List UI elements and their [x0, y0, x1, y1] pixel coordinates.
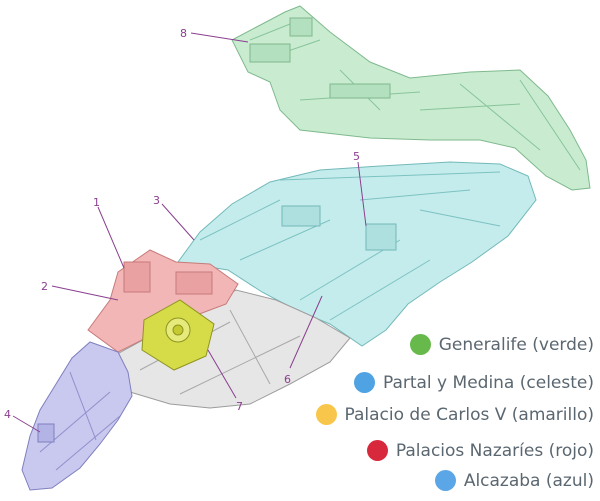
legend-item-medina: Partal y Medina (celeste) [353, 372, 594, 393]
legend-label-medina: Partal y Medina (celeste) [382, 372, 594, 393]
marker-6: 6 [284, 295, 323, 386]
legend-item-carlos-v: Palacio de Carlos V (amarillo) [315, 404, 595, 425]
zone-generalife [231, 5, 591, 191]
legend-dot-generalife [409, 334, 431, 355]
svg-text:6: 6 [284, 373, 291, 386]
legend-dot-carlos-v [315, 404, 337, 425]
marker-3: 3 [153, 194, 195, 241]
zone-nazaries [87, 249, 239, 353]
legend-label-nazaries: Palacios Nazaríes (rojo) [395, 440, 594, 461]
legend-label-alcazaba: Alcazaba (azul) [463, 470, 594, 491]
marker-5: 5 [353, 150, 367, 227]
svg-text:1: 1 [93, 196, 100, 209]
marker-1: 1 [93, 196, 125, 269]
legend-item-generalife: Generalife (verde) [409, 334, 594, 355]
legend-dot-nazaries [366, 440, 388, 461]
svg-text:2: 2 [41, 280, 48, 293]
svg-text:8: 8 [180, 27, 187, 40]
marker-8: 8 [180, 27, 249, 43]
legend-dot-medina [353, 372, 375, 393]
legend-dot-alcazaba [434, 470, 456, 491]
svg-text:5: 5 [353, 150, 360, 163]
marker-7: 7 [207, 349, 243, 413]
svg-text:7: 7 [236, 400, 243, 413]
legend-item-alcazaba: Alcazaba (azul) [434, 470, 594, 491]
svg-text:4: 4 [4, 408, 11, 421]
legend-label-generalife: Generalife (verde) [438, 334, 594, 355]
legend-item-nazaries: Palacios Nazaríes (rojo) [366, 440, 594, 461]
marker-2: 2 [41, 280, 119, 301]
zone-alcazaba [21, 341, 133, 491]
legend-label-carlos-v: Palacio de Carlos V (amarillo) [344, 404, 595, 425]
zone-medina [177, 161, 537, 347]
svg-text:3: 3 [153, 194, 160, 207]
zone-carlos-v [141, 299, 215, 371]
marker-4: 4 [4, 408, 41, 433]
